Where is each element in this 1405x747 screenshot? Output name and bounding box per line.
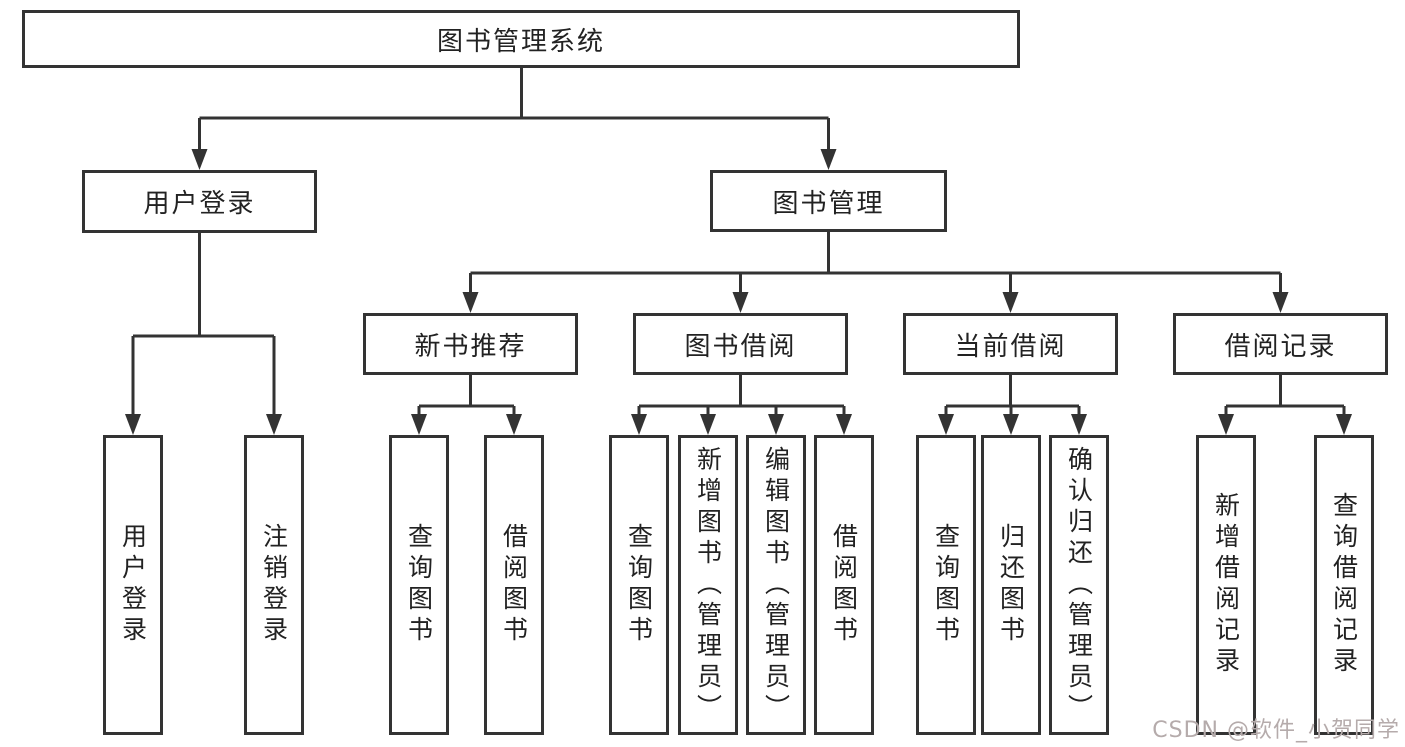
node-edit-books-admin: 编辑图书（管理员） xyxy=(746,435,806,735)
node-add-books-admin: 新增图书（管理员） xyxy=(678,435,738,735)
node-add-borrow-record: 新增借阅记录 xyxy=(1196,435,1256,735)
node-label: 编辑图书（管理员） xyxy=(761,445,791,725)
node-label: 查询借阅记录 xyxy=(1329,492,1359,678)
node-book-management-module: 图书管理 xyxy=(710,170,947,232)
node-label: 查询图书 xyxy=(931,523,961,647)
node-label: 当前借阅 xyxy=(954,331,1067,362)
node-label: 新增图书（管理员） xyxy=(693,445,723,725)
node-label: 图书管理系统 xyxy=(436,26,605,57)
node-new-book-recommendation: 新书推荐 xyxy=(363,313,578,375)
node-label: 图书管理 xyxy=(772,188,885,219)
node-query-books-current: 查询图书 xyxy=(916,435,976,735)
node-label: 查询图书 xyxy=(404,523,434,647)
node-label: 用户登录 xyxy=(143,189,256,219)
node-label: 用户登录 xyxy=(118,523,148,647)
node-label: 注销登录 xyxy=(259,523,289,647)
node-return-books: 归还图书 xyxy=(981,435,1041,735)
node-query-borrow-record: 查询借阅记录 xyxy=(1314,435,1374,735)
node-user-login: 用户登录 xyxy=(103,435,163,735)
node-borrowing-records: 借阅记录 xyxy=(1173,313,1388,375)
node-query-books-borrow: 查询图书 xyxy=(609,435,669,735)
node-query-books-recommend: 查询图书 xyxy=(389,435,449,735)
node-borrow-books: 借阅图书 xyxy=(814,435,874,735)
node-logout: 注销登录 xyxy=(244,435,304,735)
node-library-management-system: 图书管理系统 xyxy=(22,10,1020,68)
node-label: 图书借阅 xyxy=(684,331,797,362)
node-label: 借阅记录 xyxy=(1224,331,1337,362)
node-label: 新书推荐 xyxy=(414,331,527,362)
node-label: 归还图书 xyxy=(996,523,1026,647)
node-confirm-return-admin: 确认归还（管理员） xyxy=(1049,435,1109,735)
node-label: 借阅图书 xyxy=(829,523,859,647)
csdn-watermark: CSDN @软件_小贺同学 xyxy=(1152,718,1400,743)
node-label: 借阅图书 xyxy=(499,523,529,647)
node-current-borrowing: 当前借阅 xyxy=(903,313,1118,375)
node-label: 确认归还（管理员） xyxy=(1064,445,1094,725)
node-label: 新增借阅记录 xyxy=(1211,492,1241,678)
node-label: 查询图书 xyxy=(624,523,654,647)
node-borrow-books-recommend: 借阅图书 xyxy=(484,435,544,735)
node-user-login-module: 用户登录 xyxy=(82,170,317,233)
node-book-borrowing: 图书借阅 xyxy=(633,313,848,375)
